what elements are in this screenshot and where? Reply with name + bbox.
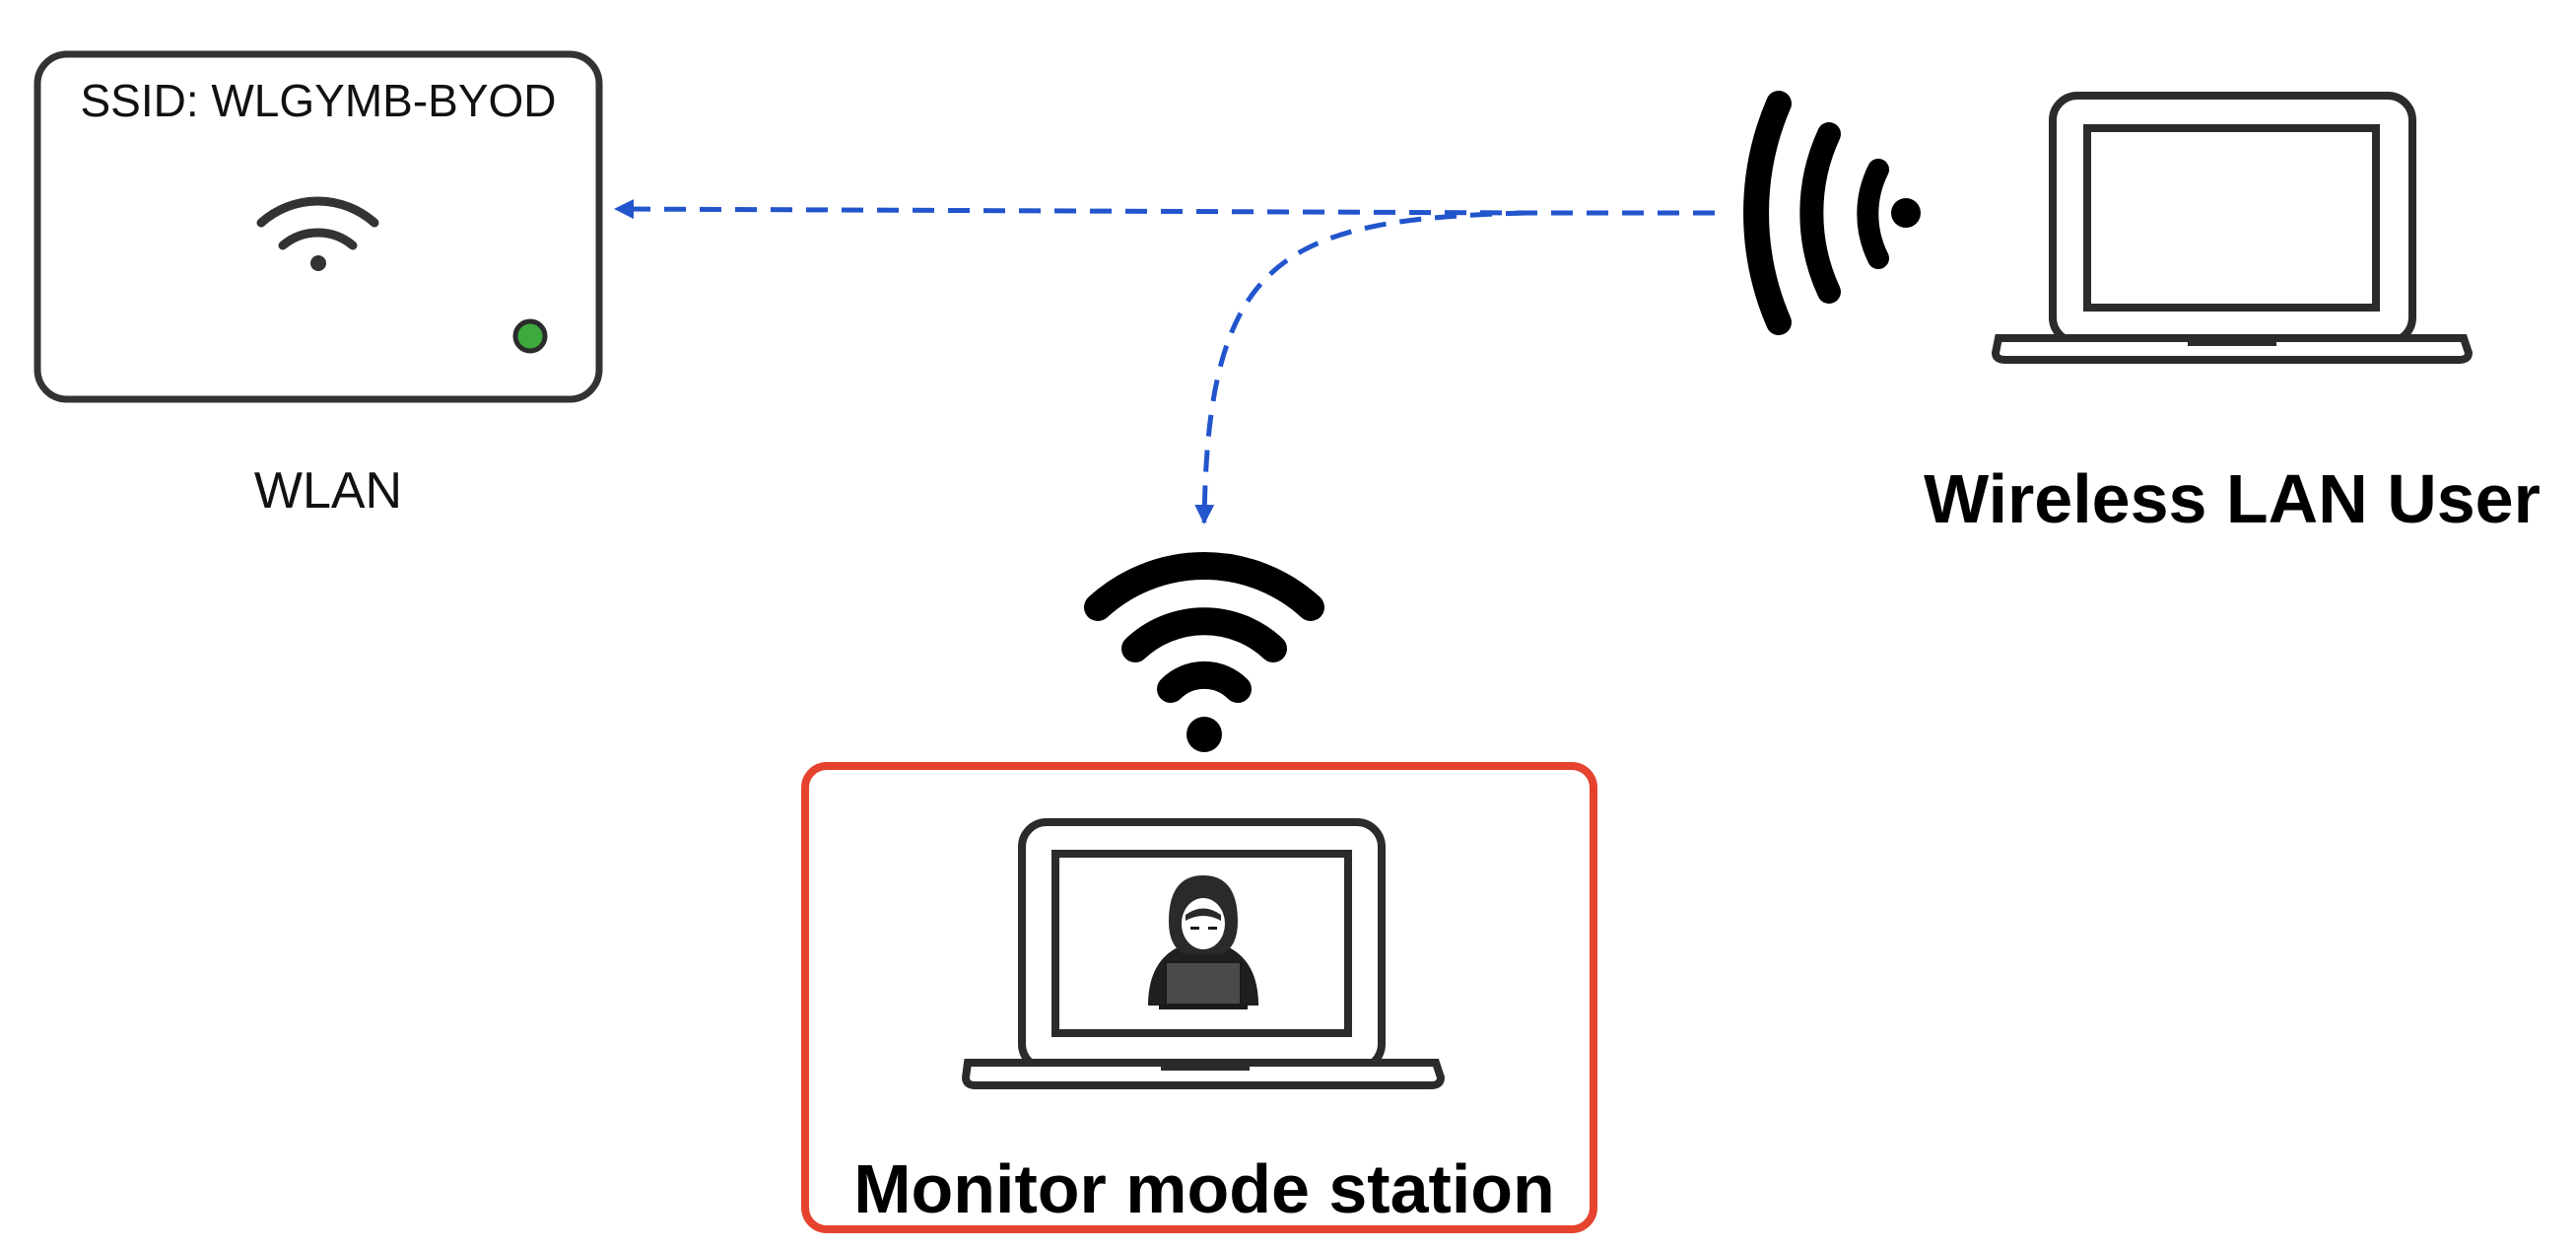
monitor-station-frame [801, 762, 1597, 1233]
user-caption: Wireless LAN User [1924, 460, 2541, 537]
connection-user-to-monitor [1194, 210, 1528, 524]
monitor-wifi-icon [1084, 552, 1324, 752]
access-point: SSID: WLGYMB-BYOD [34, 50, 603, 403]
ssid-label: SSID: WLGYMB-BYOD [80, 75, 556, 126]
laptop-icon [1991, 92, 2474, 364]
wlan-caption: WLAN [254, 462, 402, 520]
access-point-body [34, 50, 603, 403]
hacker-laptop-icon [961, 818, 1446, 1089]
wifi-icon [256, 196, 379, 271]
hacker-figure [1148, 875, 1258, 1009]
monitor-caption: Monitor mode station [853, 1150, 1555, 1227]
status-led [512, 318, 548, 354]
connections [614, 199, 1715, 524]
radio-waves-icon [1743, 91, 1921, 335]
connection-user-to-ap [614, 199, 1715, 220]
